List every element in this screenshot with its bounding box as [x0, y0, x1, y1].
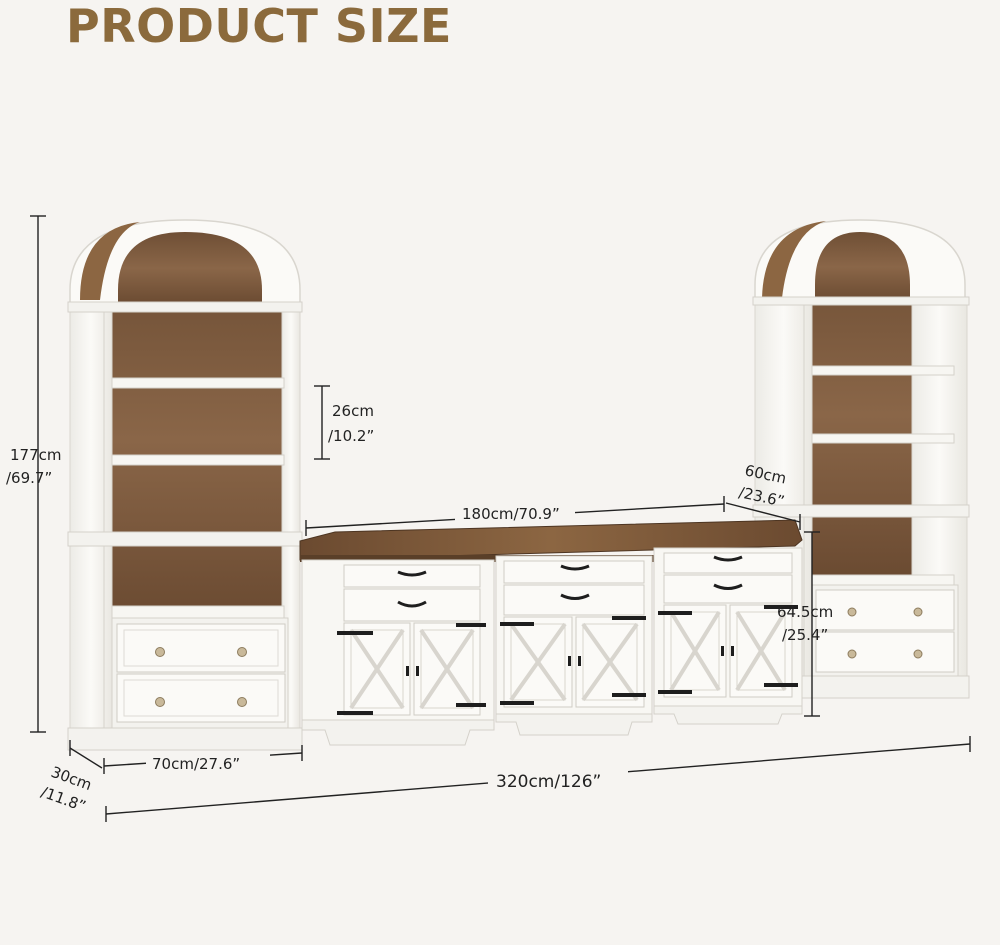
- handle-icon: [721, 646, 724, 656]
- console-cabinets: [299, 519, 803, 746]
- knob-icon: [237, 647, 247, 657]
- left-bookcase-arch-trim: [80, 222, 140, 300]
- knob-icon: [155, 697, 165, 707]
- handle-icon: [560, 593, 590, 600]
- right-bookcase-middle-band: [752, 504, 970, 518]
- knob-icon: [237, 697, 247, 707]
- knob-icon: [847, 607, 857, 617]
- handle-icon: [416, 666, 419, 676]
- bookcase-depth-dimension-line: [69, 747, 103, 769]
- right-bookcase-shelf: [811, 365, 955, 376]
- shelf-gap-inch-label: /10.2”: [328, 427, 374, 445]
- total-height-cm-label: 177cm: [10, 446, 62, 464]
- right-bookcase: [752, 219, 970, 699]
- handle-icon: [713, 555, 743, 562]
- console-width-label: 180cm/70.9”: [462, 505, 560, 523]
- knob-icon: [913, 607, 923, 617]
- shelf-gap-cm-label: 26cm: [332, 402, 374, 420]
- right-bookcase-shelf: [811, 433, 955, 444]
- cabinet-base: [653, 705, 803, 725]
- hinge-icon: [337, 623, 486, 715]
- handle-icon: [568, 656, 571, 666]
- handle-icon: [731, 646, 734, 656]
- handle-icon: [560, 564, 590, 571]
- bookcase-width-label: 70cm/27.6”: [152, 755, 240, 773]
- left-bookcase-back-panel: [112, 260, 282, 620]
- total-height-inch-label: /69.7”: [6, 469, 52, 487]
- knob-icon: [913, 649, 923, 659]
- cabinet: [653, 547, 803, 725]
- left-bookcase-base: [67, 727, 303, 751]
- handle-icon: [406, 666, 409, 676]
- total-width-label: 320cm/126”: [496, 772, 601, 792]
- right-bookcase-drawer: [815, 631, 955, 673]
- left-bookcase-drawer: [116, 623, 286, 673]
- right-bookcase-crown: [752, 296, 970, 306]
- left-bookcase-drawer: [116, 673, 286, 723]
- left-bookcase-shelf: [111, 605, 285, 619]
- right-bookcase-drawer: [815, 589, 955, 631]
- left-bookcase-crown: [67, 301, 303, 313]
- cabinet: [495, 555, 653, 736]
- left-bookcase-middle-band: [67, 531, 303, 547]
- console-depth-dimension-line: [725, 502, 801, 523]
- cabinet-drawer: [503, 560, 645, 584]
- left-bookcase-shelf: [111, 454, 285, 466]
- console-height-cm-label: 64.5cm: [777, 603, 833, 621]
- right-bookcase-arch-trim: [762, 221, 826, 298]
- hinge-icon: [658, 605, 798, 694]
- right-bookcase-shelf: [811, 574, 955, 586]
- knob-icon: [847, 649, 857, 659]
- cabinet-drawer: [663, 552, 793, 574]
- cabinet: [301, 559, 495, 746]
- right-bookcase-arch-inner: [815, 232, 910, 302]
- hinge-icon: [500, 616, 646, 705]
- knob-icon: [155, 647, 165, 657]
- cabinet-base: [301, 719, 495, 746]
- console-height-inch-label: /25.4”: [782, 626, 828, 644]
- cabinet-base: [495, 713, 653, 736]
- handle-icon: [397, 570, 427, 577]
- handle-icon: [713, 583, 743, 590]
- page-title: PRODUCT SIZE: [66, 0, 452, 53]
- handle-icon: [578, 656, 581, 666]
- cabinet-drawer: [503, 584, 645, 616]
- handle-icon: [397, 600, 427, 608]
- left-bookcase-arch-inner: [118, 232, 262, 305]
- left-bookcase: [67, 219, 303, 751]
- left-bookcase-shelf: [111, 377, 285, 389]
- left-bookcase-side-left: [69, 304, 113, 751]
